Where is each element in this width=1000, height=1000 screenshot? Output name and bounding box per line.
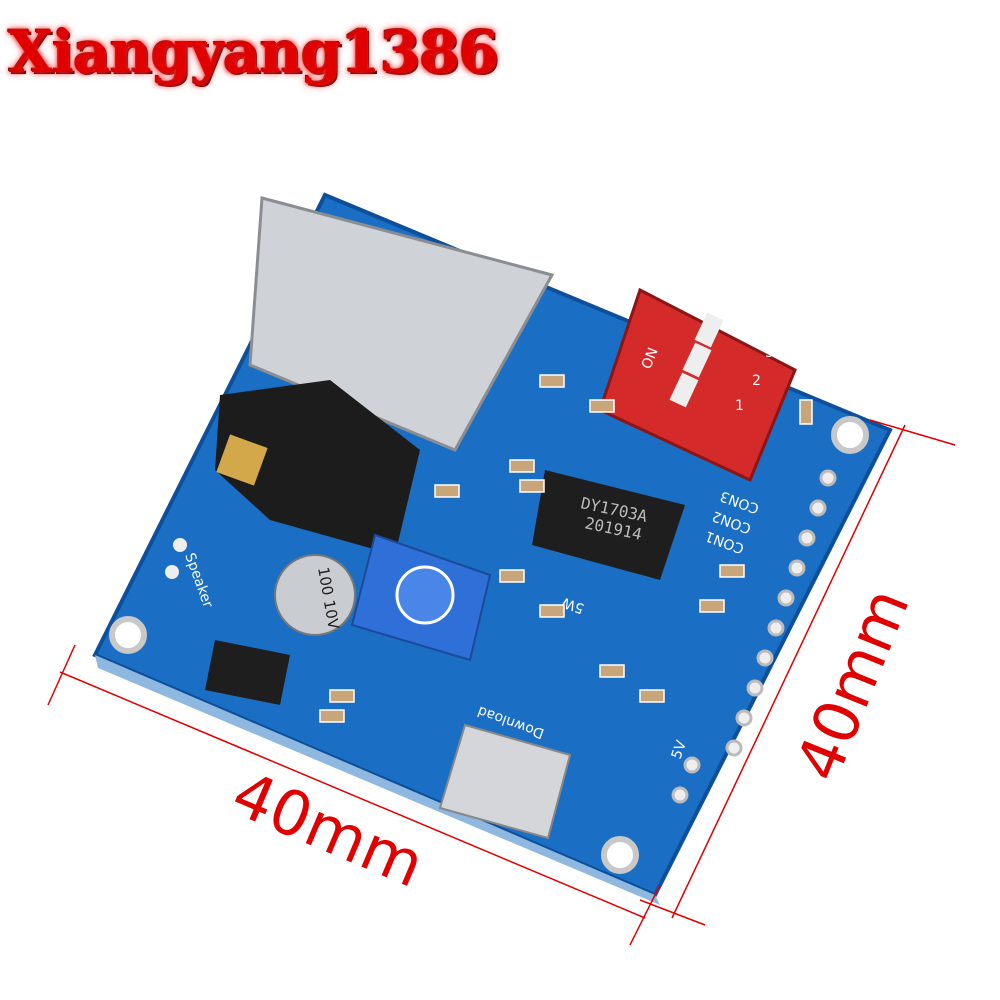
electrolytic-capacitor [274,554,356,636]
dy1703a-chip [532,470,685,580]
micro-usb-port [438,723,572,840]
height-dimension-label: 40mm [781,578,923,790]
dip-number-3: 3 [765,345,774,361]
dip-on-label: ON [639,346,662,372]
smd-components [319,374,813,723]
dimension-lines [47,419,956,946]
dip-switch [598,287,797,483]
pin-header [671,469,837,804]
amp-label: 5W [559,593,586,616]
dip-number-1: 1 [735,398,744,414]
amplifier-chip [205,640,290,705]
mounting-holes [109,416,869,874]
watermark: Xiangyang1386 [8,18,499,86]
power-label: 5V [669,738,691,761]
audio-jack [215,380,420,555]
dip-number-2: 2 [752,373,761,389]
